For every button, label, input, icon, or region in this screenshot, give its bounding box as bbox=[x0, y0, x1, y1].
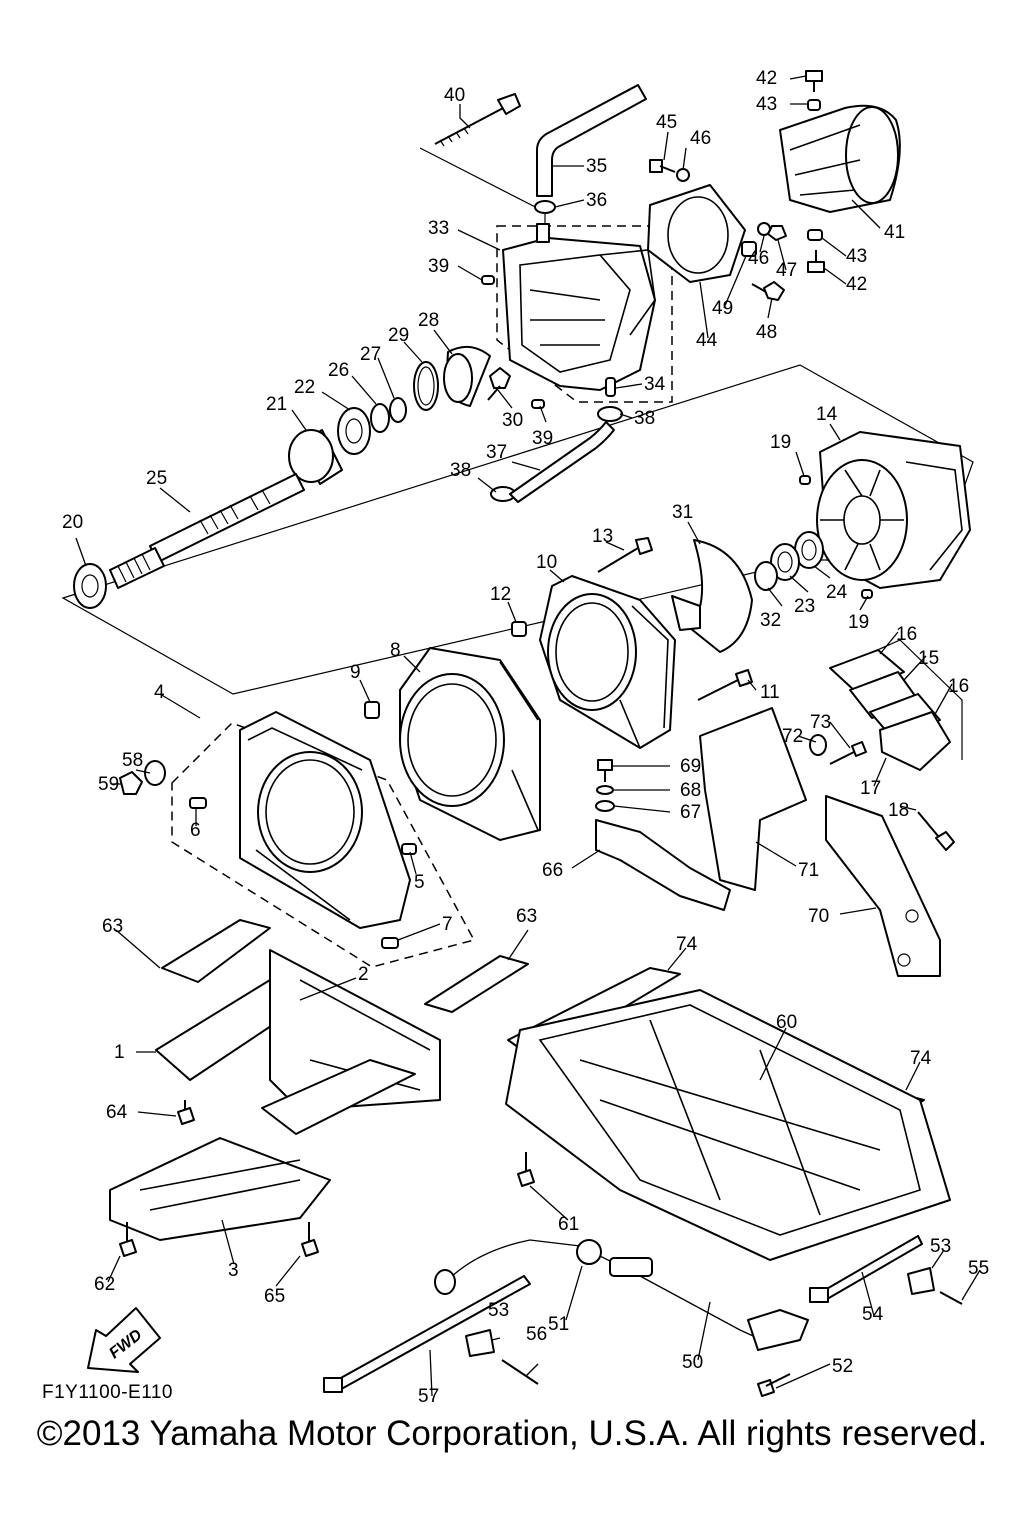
callout-28: 28 bbox=[418, 310, 439, 331]
callout-48: 48 bbox=[756, 322, 777, 343]
callout-34: 34 bbox=[644, 374, 666, 395]
callout-41: 41 bbox=[884, 222, 905, 243]
callout-31: 31 bbox=[672, 502, 693, 523]
pump-assembly bbox=[364, 431, 971, 841]
callout-8: 8 bbox=[390, 640, 401, 661]
callout-64: 64 bbox=[106, 1102, 128, 1123]
callout-51: 51 bbox=[548, 1314, 569, 1335]
fwd-arrow: FWD bbox=[87, 1307, 161, 1373]
callout-21: 21 bbox=[266, 394, 287, 415]
callout-67: 67 bbox=[680, 802, 701, 823]
bolt-40 bbox=[434, 93, 521, 147]
callout-46: 46 bbox=[748, 248, 769, 269]
callout-27: 27 bbox=[360, 344, 381, 365]
callout-59: 59 bbox=[98, 774, 119, 795]
callout-45: 45 bbox=[656, 112, 677, 133]
callout-49: 49 bbox=[712, 298, 733, 319]
callout-53: 53 bbox=[930, 1236, 951, 1257]
top-assembly bbox=[73, 84, 656, 609]
callout-73: 73 bbox=[810, 712, 831, 733]
callout-38: 38 bbox=[450, 460, 471, 481]
callout-26: 26 bbox=[328, 360, 349, 381]
callout-47: 47 bbox=[776, 260, 797, 281]
callout-46: 46 bbox=[690, 128, 711, 149]
callout-16: 16 bbox=[948, 676, 969, 697]
callout-10: 10 bbox=[536, 552, 557, 573]
diagram-code: F1Y1100-E110 bbox=[42, 1382, 173, 1403]
callout-43: 43 bbox=[756, 94, 777, 115]
callout-70: 70 bbox=[808, 906, 829, 927]
callout-16: 16 bbox=[896, 624, 917, 645]
callout-53: 53 bbox=[488, 1300, 509, 1321]
callout-13: 13 bbox=[592, 526, 613, 547]
callout-44: 44 bbox=[696, 330, 718, 351]
callout-29: 29 bbox=[388, 325, 409, 346]
callout-19: 19 bbox=[770, 432, 791, 453]
callout-30: 30 bbox=[502, 410, 523, 431]
callout-38: 38 bbox=[634, 408, 655, 429]
callout-25: 25 bbox=[146, 468, 167, 489]
callout-5: 5 bbox=[414, 872, 425, 893]
callout-35: 35 bbox=[586, 156, 607, 177]
callout-43: 43 bbox=[846, 246, 867, 267]
callout-2: 2 bbox=[358, 964, 369, 985]
callout-36: 36 bbox=[586, 190, 607, 211]
callout-74: 74 bbox=[676, 934, 698, 955]
callout-65: 65 bbox=[264, 1286, 285, 1307]
callout-57: 57 bbox=[418, 1386, 439, 1407]
callout-18: 18 bbox=[888, 800, 909, 821]
callout-58: 58 bbox=[122, 750, 143, 771]
callout-20: 20 bbox=[62, 512, 83, 533]
callout-17: 17 bbox=[860, 778, 881, 799]
callout-50: 50 bbox=[682, 1352, 703, 1373]
callout-15: 15 bbox=[918, 648, 939, 669]
callout-55: 55 bbox=[968, 1258, 989, 1279]
callout-4: 4 bbox=[154, 682, 165, 703]
callout-39: 39 bbox=[428, 256, 449, 277]
callout-68: 68 bbox=[680, 780, 701, 801]
callout-33: 33 bbox=[428, 218, 449, 239]
lower-assembly bbox=[109, 919, 963, 1397]
plate-assembly bbox=[595, 649, 955, 977]
leader-lines bbox=[75, 75, 981, 1397]
nozzle-assembly bbox=[647, 70, 901, 301]
callout-63: 63 bbox=[102, 916, 123, 937]
callout-32: 32 bbox=[760, 610, 781, 631]
intake-grate-assembly bbox=[119, 711, 417, 949]
callout-54: 54 bbox=[862, 1304, 884, 1325]
drive-shaft-25 bbox=[109, 473, 305, 589]
copyright-notice: ©2013 Yamaha Motor Corporation, U.S.A. A… bbox=[36, 1414, 988, 1453]
callout-1: 1 bbox=[114, 1042, 125, 1063]
callout-71: 71 bbox=[798, 860, 819, 881]
callout-3: 3 bbox=[228, 1260, 239, 1281]
callout-19: 19 bbox=[848, 612, 869, 633]
callout-60: 60 bbox=[776, 1012, 797, 1033]
callout-37: 37 bbox=[486, 442, 507, 463]
callout-7: 7 bbox=[442, 914, 453, 935]
callout-24: 24 bbox=[826, 582, 848, 603]
callout-66: 66 bbox=[542, 860, 563, 881]
callout-40: 40 bbox=[444, 85, 465, 106]
callout-12: 12 bbox=[490, 584, 511, 605]
callout-39: 39 bbox=[532, 428, 553, 449]
callout-42: 42 bbox=[756, 68, 777, 89]
callout-61: 61 bbox=[558, 1214, 579, 1235]
callout-74: 74 bbox=[910, 1048, 932, 1069]
callout-9: 9 bbox=[350, 662, 361, 683]
intake-housing-33 bbox=[502, 223, 656, 391]
callout-56: 56 bbox=[526, 1324, 547, 1345]
callout-6: 6 bbox=[190, 820, 201, 841]
callout-23: 23 bbox=[794, 596, 815, 617]
callout-42: 42 bbox=[846, 274, 867, 295]
callout-11: 11 bbox=[760, 682, 780, 703]
callout-69: 69 bbox=[680, 756, 701, 777]
callout-62: 62 bbox=[94, 1274, 115, 1295]
callout-14: 14 bbox=[816, 404, 838, 425]
callout-52: 52 bbox=[832, 1356, 853, 1377]
callout-22: 22 bbox=[294, 377, 315, 398]
callout-72: 72 bbox=[782, 726, 803, 747]
callout-63: 63 bbox=[516, 906, 537, 927]
callout-labels: 40 42 43 45 46 35 36 33 39 46 47 41 43 4… bbox=[62, 68, 989, 1407]
